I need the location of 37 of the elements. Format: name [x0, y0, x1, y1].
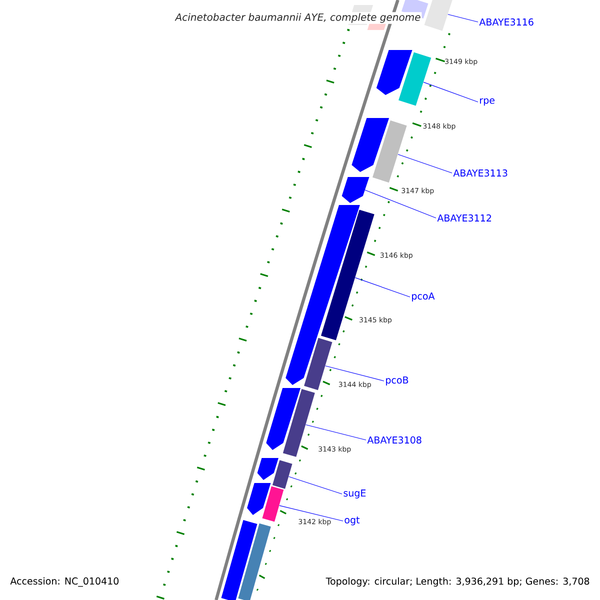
accession-text: Accession: NC_010410: [10, 577, 119, 587]
gene-feature: [257, 458, 278, 480]
gene-label: pcoB: [386, 376, 408, 386]
leader-line: [279, 505, 344, 522]
gene-feature: [266, 388, 301, 450]
gene-bar: [304, 338, 332, 390]
gene-feature: [352, 118, 390, 172]
leader-line: [325, 366, 384, 382]
gene-bar: [262, 486, 284, 522]
gene-label: ABAYE3108: [367, 436, 422, 444]
leader-line: [423, 82, 478, 102]
gene-label: ABAYE3116: [479, 18, 534, 26]
gene-label: rpe: [480, 98, 494, 106]
gene-bar: [398, 52, 432, 106]
gene-label: ABAYE3113: [453, 169, 508, 177]
gene-bar: [221, 520, 258, 600]
gene-bar: [320, 210, 374, 340]
gene-bar: [424, 0, 453, 31]
gene-feature: [286, 205, 360, 385]
gene-feature: [247, 483, 271, 515]
gene-bar: [372, 120, 407, 183]
gene-label: ABAYE3112: [437, 214, 492, 222]
gene-feature: [376, 50, 412, 95]
gene-label: ogt: [344, 516, 360, 526]
leader-line: [306, 424, 366, 440]
leader-line: [354, 277, 410, 298]
leader-line: [398, 154, 452, 174]
gene-bar: [238, 523, 271, 600]
topology-text: Topology: circular; Length: 3,936,291 bp; Genes: 3,708: [326, 577, 590, 587]
leader-line: [448, 14, 478, 22]
leader-line: [364, 190, 436, 218]
gene-label: pcoA: [412, 292, 435, 302]
gene-label: sugE: [344, 490, 366, 498]
gene-bar: [272, 460, 292, 489]
gene-bar: [282, 389, 315, 457]
title: Acinetobacter baumannii AYE, complete genome: [174, 12, 422, 24]
gene-feature: [342, 177, 370, 203]
